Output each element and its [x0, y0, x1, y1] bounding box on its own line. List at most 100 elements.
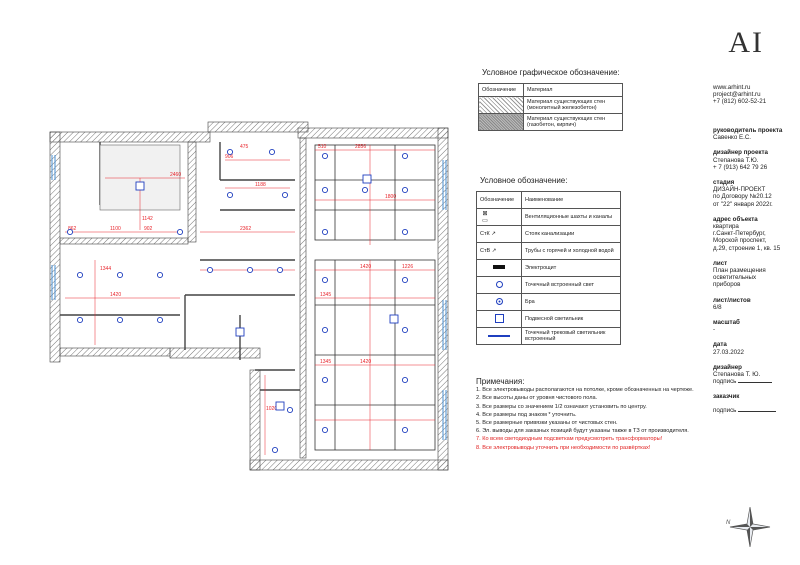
- signature-line: [738, 382, 773, 384]
- legend1-row1: Материал существующих стен (монолитный ж…: [523, 96, 623, 114]
- spot-light-icon: [321, 326, 329, 334]
- water-riser-symbol: СтВ: [480, 248, 491, 254]
- address-line: г.Санкт-Петербург,: [713, 230, 766, 238]
- windows: [51, 155, 447, 440]
- company-logo: AI: [728, 26, 764, 59]
- designer-heading: дизайнер проекта: [713, 149, 768, 157]
- spot-light-icon: [226, 191, 234, 199]
- dim-label: 902: [144, 226, 153, 232]
- legend1-title: Условное графическое обозначение:: [482, 68, 620, 77]
- spot-light-icon: [76, 271, 84, 279]
- spot-light-icon: [116, 271, 124, 279]
- spot-light-icon: [271, 446, 279, 454]
- spot-light-icon: [401, 376, 409, 384]
- spot-light-icon: [116, 316, 124, 324]
- designer-value: Степанова Т.Ю.: [713, 156, 759, 164]
- spot-light-icon: [66, 228, 74, 236]
- compass-icon: [729, 506, 771, 548]
- legend1-table: Обозначение Материал Материал существующ…: [478, 83, 623, 131]
- legend2-r2: Стояк канализации: [521, 225, 621, 243]
- spot-light-icon: [206, 266, 214, 274]
- floor-plan: 2460 906 1188 2856 1800 1100 902 2362 14…: [49, 121, 449, 471]
- sheet-heading: лист: [713, 259, 728, 267]
- date-heading: дата: [713, 341, 727, 349]
- pendant-light-icon: [494, 313, 504, 323]
- spot-light-icon: [321, 228, 329, 236]
- designer-phone: + 7 (913) 642 79 26: [713, 163, 768, 171]
- spot-light-icon: [361, 186, 369, 194]
- note-item: 8. Все электровыводы уточнить при необхо…: [476, 444, 651, 451]
- designer2-value: Степанова Т. Ю.: [713, 371, 761, 379]
- dim-label: 1188: [255, 182, 266, 188]
- designer2-heading: дизайнер: [713, 363, 742, 371]
- dim-label: 1420: [360, 264, 371, 270]
- signature-line: [738, 410, 777, 412]
- sheet-value: План размещения: [713, 267, 766, 275]
- dim-label: 906: [225, 154, 234, 160]
- contact-phone: +7 (812) 602-52-21: [713, 98, 767, 106]
- address-line: Морской проспект,: [713, 237, 767, 245]
- ventilation-icon: ⊠ ▭: [482, 211, 488, 224]
- legend1-col2: Материал: [523, 83, 623, 97]
- spot-light-icon: [321, 376, 329, 384]
- stage-value: ДИЗАЙН-ПРОЕКТ: [713, 186, 766, 194]
- legend2-col1: Обозначение: [476, 191, 522, 209]
- pendant-light-icon: [235, 327, 245, 337]
- note-item: 7. Ко всем светодиодным подсветкам преду…: [476, 436, 663, 443]
- note-item: 3. Все размеры со значением 1/2 означают…: [476, 403, 647, 410]
- dimension-labels: 2460 906 1188 2856 1800 1100 902 2362 14…: [68, 144, 413, 412]
- contact-email: project@arhint.ru: [713, 91, 761, 99]
- dim-label: 1344: [100, 266, 111, 272]
- legend2-r4: Электрощит: [521, 259, 621, 277]
- legend2-r8: Точечный трековый светильник встроенный: [521, 327, 621, 345]
- sheets-heading: лист/листов: [713, 296, 751, 304]
- contact-site: www.arhint.ru: [713, 84, 751, 91]
- dim-label: 1226: [402, 264, 413, 270]
- scale-heading: масштаб: [713, 319, 740, 327]
- note-item: 4. Все размеры под знаком * уточнить.: [476, 411, 577, 418]
- spot-light-icon: [226, 148, 234, 156]
- legend2-r1: Вентиляционные шахты и каналы: [521, 208, 621, 226]
- notes: Примечания: 1. Все электровыводы распола…: [476, 377, 706, 452]
- legend2-title: Условное обозначение:: [480, 176, 568, 185]
- dim-label: 1100: [110, 226, 121, 232]
- dim-label: 862: [68, 226, 77, 232]
- spot-light-icon: [321, 186, 329, 194]
- scale-value: -: [713, 326, 716, 334]
- signature-label: подпись: [713, 378, 737, 386]
- spot-light-icon: [246, 266, 254, 274]
- spot-light-icon: [321, 152, 329, 160]
- pendant-light-icon: [135, 181, 145, 191]
- light-fixtures: [66, 148, 409, 454]
- legend1-row2: Материал существующих стен (газобетон, к…: [523, 113, 623, 131]
- lead-value: Савенко Е.С.: [713, 134, 752, 142]
- date-value: 27.03.2022: [713, 348, 744, 356]
- dim-label: 1420: [360, 359, 371, 365]
- spot-light-icon: [401, 186, 409, 194]
- sewer-riser-symbol: СтК: [480, 231, 490, 237]
- spot-light-icon: [76, 316, 84, 324]
- riser-arrow-icon: ↗: [491, 248, 497, 254]
- riser-arrow-icon: ↗: [491, 231, 496, 237]
- pendant-light-icon: [362, 174, 372, 184]
- signature-label: подпись: [713, 406, 737, 414]
- spot-light-icon: [276, 266, 284, 274]
- lead-heading: руководитель проекта: [713, 127, 783, 134]
- spot-light-icon: [321, 276, 329, 284]
- spot-light-icon: [268, 148, 276, 156]
- dim-label: 1020: [266, 406, 277, 412]
- stage-contract: по Договору №20.12: [713, 193, 772, 201]
- stage-heading: стадия: [713, 179, 735, 187]
- dim-label: 475: [240, 144, 249, 150]
- wall-sconce-icon: [495, 297, 503, 305]
- walls: [49, 121, 449, 471]
- pendant-light-icon: [389, 314, 399, 324]
- sheets-value: 6/8: [713, 303, 722, 311]
- track-light-icon: [488, 335, 510, 337]
- stage-date: от "22" января 2022г.: [713, 200, 773, 208]
- dim-label: 510: [318, 144, 327, 150]
- dim-label: 1800: [385, 194, 396, 200]
- spot-light-icon: [281, 191, 289, 199]
- hatch-concrete-swatch: [478, 96, 524, 114]
- sheet-value: приборов: [713, 281, 741, 289]
